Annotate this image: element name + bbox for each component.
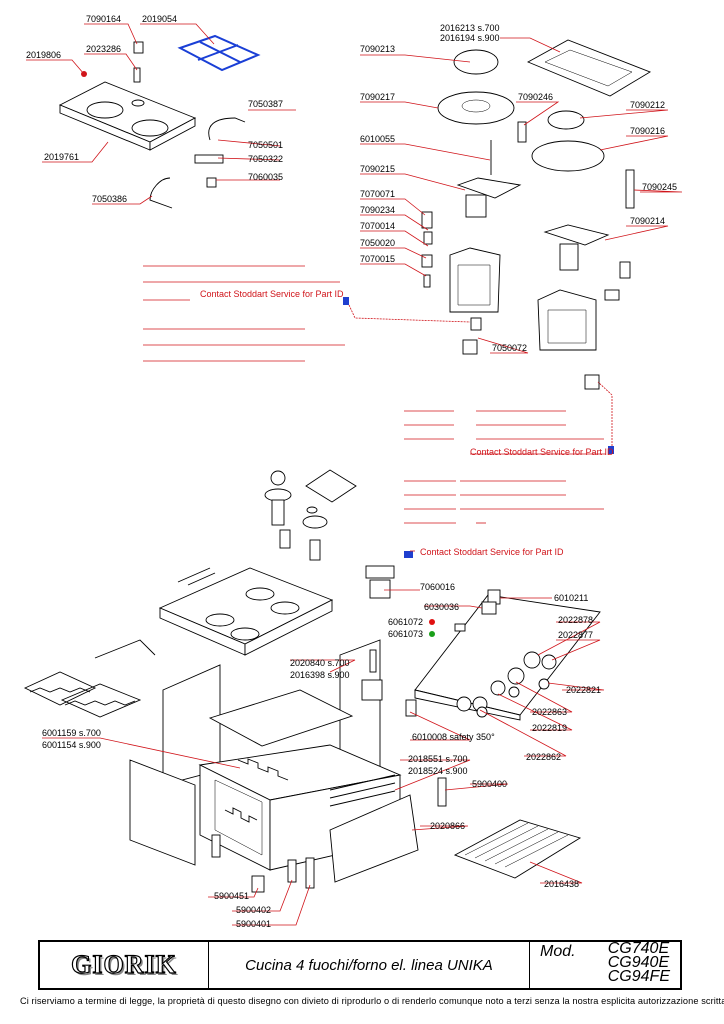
oven-grid-rack [453, 819, 582, 879]
label-2020866: 2020866 [430, 821, 465, 831]
label-7070071: 7070071 [360, 189, 395, 199]
burner-subassembly [343, 37, 683, 454]
model-item: CG94FE [607, 968, 670, 985]
led-green-icon [429, 631, 435, 637]
label-6010211: 6010211 [554, 593, 588, 603]
label-6001159: 6001159 s.700 [42, 728, 101, 738]
label-7060016: 7060016 [420, 582, 455, 592]
label-7050020: 7050020 [360, 238, 395, 248]
label-2016438: 2016438 [544, 879, 579, 889]
blank-entry-lines [143, 265, 606, 524]
title-block: GIORIK Cucina 4 fuochi/forno el. linea U… [38, 940, 682, 990]
label-6061073: 6061073 [388, 629, 423, 639]
model-list: CG740E CG940E CG94FE [607, 940, 670, 985]
label-7090216: 7090216 [630, 126, 665, 136]
label-7090234: 7090234 [360, 205, 395, 215]
flame-spreader-left [437, 91, 515, 125]
label-6061072: 6061072 [388, 617, 423, 627]
label-2019054: 2019054 [142, 14, 177, 24]
label-6001154: 6001154 s.900 [42, 740, 101, 750]
label-2022819: 2022819 [532, 723, 567, 733]
range-body [23, 469, 605, 926]
copyright-note: Ci riserviamo a termine di legge, la pro… [20, 996, 724, 1006]
label-7050387: 7050387 [248, 99, 283, 109]
model-item: CG740E [607, 940, 670, 957]
giorik-logo: GIORIK [71, 949, 177, 979]
label-2016213: 2016213 s.700 [440, 23, 500, 33]
contact-note-2: Contact Stoddart Service for Part ID [470, 447, 614, 457]
label-7050386: 7050386 [92, 194, 127, 204]
label-5900400: 5900400 [472, 779, 507, 789]
burner-cap-small [133, 41, 144, 54]
label-2018551: 2018551 s.700 [408, 754, 468, 764]
contact-note-1: Contact Stoddart Service for Part ID [200, 289, 344, 299]
part-number-labels: 7090164 2019054 2023286 2019806 7050387 … [26, 14, 677, 929]
label-7070015: 7070015 [360, 254, 395, 264]
burner-body-right [559, 243, 579, 271]
label-2022821: 2022821 [566, 685, 601, 695]
label-2019806: 2019806 [26, 50, 61, 60]
model-item: CG940E [607, 954, 670, 971]
label-7050322: 7050322 [248, 154, 283, 164]
label-7090215: 7090215 [360, 164, 395, 174]
grill-heating-element [23, 639, 156, 718]
logo-cell: GIORIK [40, 942, 209, 988]
label-2016398: 2016398 s.900 [290, 670, 350, 680]
label-5900401: 5900401 [236, 919, 271, 929]
label-2022862: 2022862 [526, 752, 561, 762]
label-6010008: 6010008 safety 350° [412, 732, 495, 742]
flame-spreader-right [531, 140, 605, 172]
label-7090164: 7090164 [86, 14, 121, 24]
label-2020840: 2020840 s.700 [290, 658, 350, 668]
label-2019761: 2019761 [44, 152, 79, 162]
label-7070014: 7070014 [360, 221, 395, 231]
label-2022877: 2022877 [558, 630, 593, 640]
model-label: Mod. [540, 943, 576, 960]
label-2022863: 2022863 [532, 707, 567, 717]
label-2018524: 2018524 s.900 [408, 766, 468, 776]
label-7090217: 7090217 [360, 92, 395, 102]
label-7090212: 7090212 [630, 100, 665, 110]
label-6010055: 6010055 [360, 134, 395, 144]
contact-note-3: Contact Stoddart Service for Part ID [420, 547, 564, 557]
burner-cap-large [453, 49, 499, 75]
label-2023286: 2023286 [86, 44, 121, 54]
label-7050501: 7050501 [248, 140, 283, 150]
led-red-icon [429, 619, 435, 625]
label-7060035: 7060035 [248, 172, 283, 182]
label-7090245: 7090245 [642, 182, 677, 192]
label-7050072: 7050072 [492, 343, 527, 353]
label-5900451: 5900451 [214, 891, 249, 901]
pan-support-grate [177, 34, 261, 72]
label-5900402: 5900402 [236, 905, 271, 915]
label-7090213: 7090213 [360, 44, 395, 54]
burner-body-left [465, 194, 487, 218]
label-7090214: 7090214 [630, 216, 665, 226]
product-description: Cucina 4 fuochi/forno el. linea UNIKA [209, 942, 530, 988]
label-2022878: 2022878 [558, 615, 593, 625]
label-2016194: 2016194 s.900 [440, 33, 500, 43]
model-cell: Mod. CG740E CG940E CG94FE [530, 940, 680, 988]
cooktop-subassembly [26, 23, 296, 209]
label-6030036: 6030036 [424, 602, 459, 612]
screw [133, 67, 141, 83]
label-7090246: 7090246 [518, 92, 553, 102]
